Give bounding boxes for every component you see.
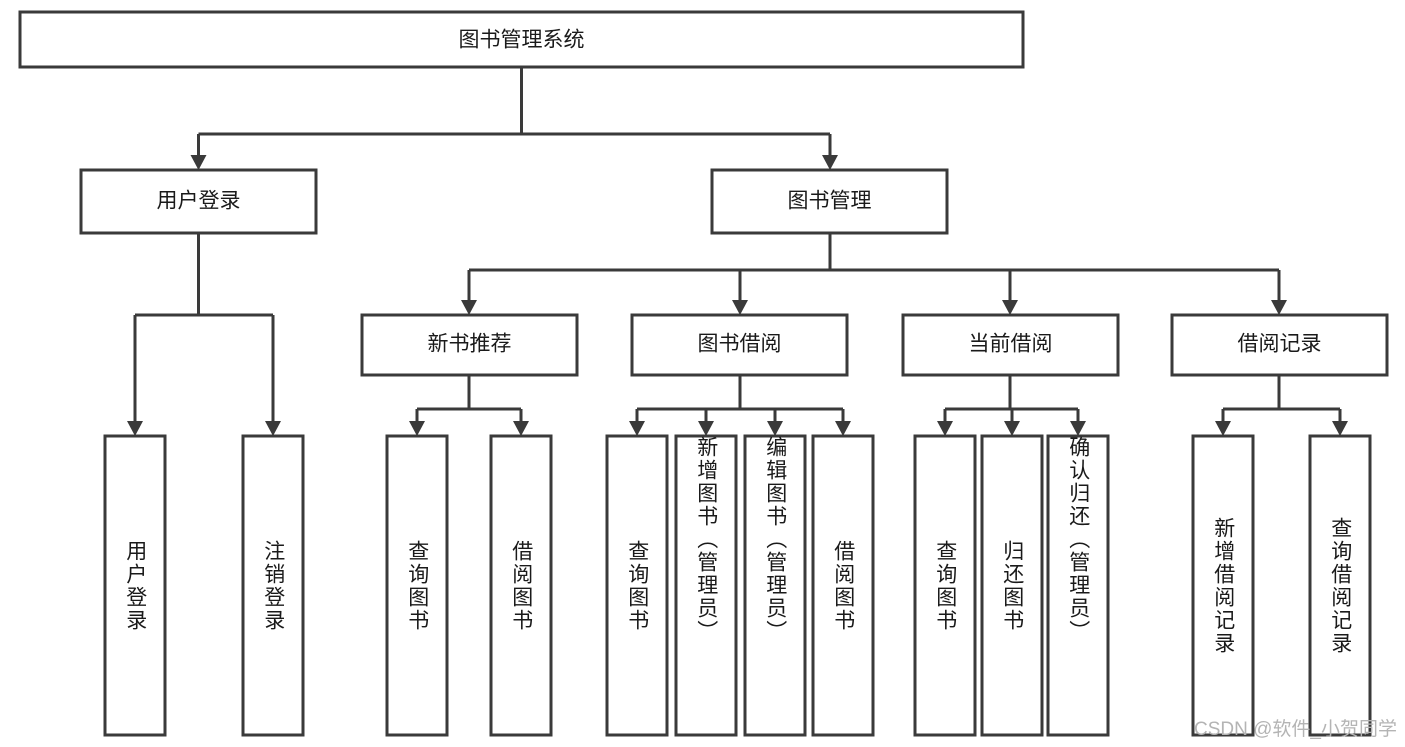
leaf-box-bb-1[interactable] bbox=[605, 434, 669, 737]
csdn-watermark: CSDN @软件_小贺同学 bbox=[1194, 719, 1397, 740]
leaf-box-bb-2[interactable] bbox=[674, 434, 738, 737]
leaf-boxes-new-book-recommend bbox=[385, 434, 553, 737]
connector-group-book-manage bbox=[461, 233, 1287, 315]
node-user-login-box[interactable] bbox=[79, 168, 318, 235]
node-current-borrow-box[interactable] bbox=[901, 313, 1120, 377]
arrow-head-leaf-br-2 bbox=[1332, 421, 1348, 436]
arrow-head-new-book-recommend bbox=[461, 300, 477, 315]
node-book-borrow[interactable]: 图书借阅 bbox=[630, 313, 849, 377]
leaf-box-user-login-2[interactable] bbox=[241, 434, 305, 737]
connector-group-borrow-record bbox=[1215, 375, 1348, 436]
leaf-box-nbr-1[interactable] bbox=[385, 434, 449, 737]
arrow-head-leaf-cb-2 bbox=[1004, 421, 1020, 436]
arrow-head-leaf-bb-3 bbox=[767, 421, 783, 436]
arrow-head-user-login bbox=[190, 155, 207, 170]
connector-group-new-book-recommend bbox=[409, 375, 529, 436]
arrow-head-current-borrow bbox=[1002, 300, 1018, 315]
arrow-head-leaf-cb-1 bbox=[937, 421, 953, 436]
node-root-system-label: 图书管理系统 bbox=[459, 29, 585, 52]
leaf-box-cb-2[interactable] bbox=[980, 434, 1044, 737]
arrow-head-leaf-cb-3 bbox=[1070, 421, 1086, 436]
leaf-boxes-current-borrow bbox=[913, 434, 1110, 737]
leaf-box-cb-3[interactable] bbox=[1046, 434, 1110, 737]
node-root-system-box[interactable] bbox=[18, 10, 1025, 69]
node-current-borrow-label: 当前借阅 bbox=[969, 333, 1053, 356]
arrow-head-leaf-user-login-2 bbox=[265, 421, 281, 436]
connector-group-current-borrow bbox=[937, 375, 1086, 436]
arrow-head-leaf-bb-1 bbox=[629, 421, 645, 436]
arrow-head-book-manage bbox=[822, 155, 838, 170]
arrow-head-leaf-nbr-1 bbox=[409, 421, 425, 436]
arrow-head-leaf-nbr-2 bbox=[513, 421, 529, 436]
arrow-head-leaf-bb-2 bbox=[698, 421, 714, 436]
leaf-box-cb-1[interactable] bbox=[913, 434, 977, 737]
node-borrow-record-label: 借阅记录 bbox=[1238, 333, 1322, 356]
node-new-book-recommend-label: 新书推荐 bbox=[428, 333, 512, 356]
arrow-head-leaf-br-1 bbox=[1215, 421, 1231, 436]
node-new-book-recommend[interactable]: 新书推荐 bbox=[360, 313, 579, 377]
connector-group-book-borrow bbox=[629, 375, 851, 436]
node-borrow-record[interactable]: 借阅记录 bbox=[1170, 313, 1389, 377]
connector-group-root bbox=[190, 67, 838, 170]
node-book-manage[interactable]: 图书管理 bbox=[710, 168, 949, 235]
leaf-box-bb-4[interactable] bbox=[811, 434, 875, 737]
node-root-system[interactable]: 图书管理系统 bbox=[18, 10, 1025, 69]
leaf-box-bb-3[interactable] bbox=[743, 434, 807, 737]
arrow-head-book-borrow bbox=[732, 300, 748, 315]
node-new-book-recommend-box[interactable] bbox=[360, 313, 579, 377]
node-book-borrow-label: 图书借阅 bbox=[698, 333, 782, 356]
node-borrow-record-box[interactable] bbox=[1170, 313, 1389, 377]
connector-group-user-login bbox=[127, 233, 281, 436]
arrow-head-leaf-user-login-1 bbox=[127, 421, 143, 436]
node-book-manage-box[interactable] bbox=[710, 168, 949, 235]
node-current-borrow[interactable]: 当前借阅 bbox=[901, 313, 1120, 377]
node-user-login[interactable]: 用户登录 bbox=[79, 168, 318, 235]
node-book-manage-label: 图书管理 bbox=[788, 190, 872, 213]
leaf-box-br-2[interactable] bbox=[1308, 434, 1372, 737]
node-book-borrow-box[interactable] bbox=[630, 313, 849, 377]
arrow-head-borrow-record bbox=[1271, 300, 1287, 315]
leaf-boxes-book-borrow bbox=[605, 434, 875, 737]
leaf-box-nbr-2[interactable] bbox=[489, 434, 553, 737]
leaf-boxes-borrow-record bbox=[1191, 434, 1372, 737]
leaf-box-user-login-1[interactable] bbox=[103, 434, 167, 737]
leaf-boxes-user-login bbox=[103, 434, 305, 737]
arrow-head-leaf-bb-4 bbox=[835, 421, 851, 436]
node-user-login-label: 用户登录 bbox=[157, 190, 241, 213]
leaf-box-br-1[interactable] bbox=[1191, 434, 1255, 737]
